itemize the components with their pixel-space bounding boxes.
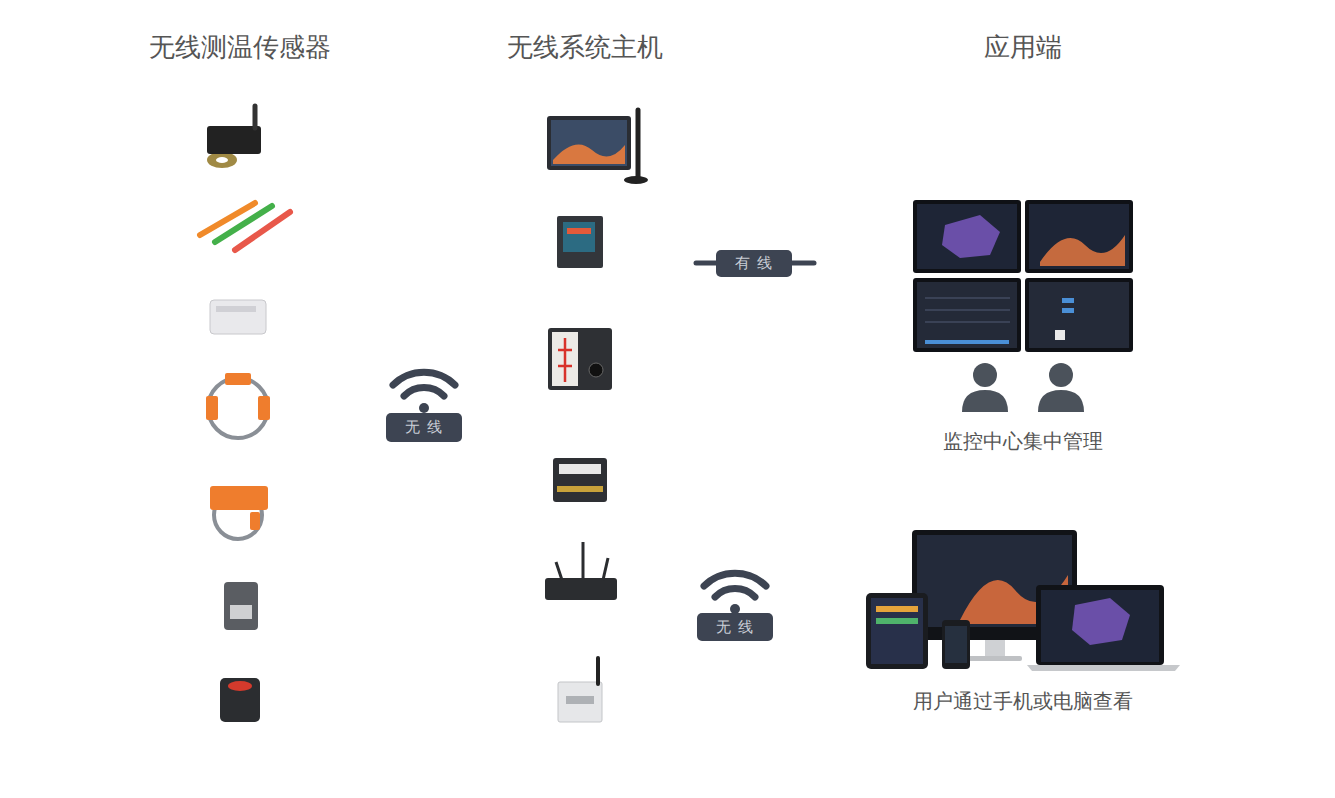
caption-label: 用户通过手机或电脑查看 [913,688,1133,715]
monitor-wall [913,200,1133,412]
user-devices [866,530,1180,671]
column-heading: 无线测温传感器 [149,30,331,65]
badge-text: 有 线 [735,254,773,273]
caption-label: 监控中心集中管理 [943,428,1103,455]
host-images [545,110,648,722]
sensor-images [200,106,290,722]
wifi-icon [393,372,766,614]
link-badge: 无 线 [386,413,462,442]
badge-text: 无 线 [405,418,443,437]
link-badge: 有 线 [716,250,792,277]
link-badge: 无 线 [697,613,773,641]
column-heading: 无线系统主机 [507,30,663,65]
column-heading: 应用端 [984,30,1062,65]
badge-text: 无 线 [716,618,754,637]
